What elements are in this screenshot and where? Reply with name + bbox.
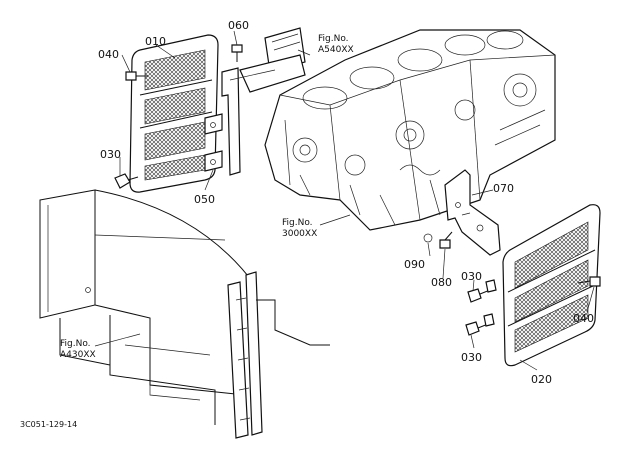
fig-ref-a540: Fig.No. A540XX [318, 34, 354, 55]
fig-ref-3000-line1: Fig.No. [282, 218, 313, 228]
top-cover-plate [239, 27, 306, 93]
label-070: 070 [493, 182, 514, 195]
label-040-right: 040 [573, 312, 594, 325]
diagram-code: 3C051-129-14 [20, 420, 77, 429]
fig-ref-a540-line2: A540XX [318, 45, 354, 55]
fig-ref-a540-line1: Fig.No. [318, 34, 349, 44]
fan-shroud [39, 189, 330, 439]
fig-ref-3000-line2: 3000XX [282, 229, 317, 239]
left-side-cover [129, 34, 219, 193]
fig-ref-a430-line2: A430XX [60, 350, 96, 360]
label-050: 050 [194, 193, 215, 206]
fig-ref-3000: Fig.No. 3000XX [282, 218, 317, 239]
hardware [114, 44, 601, 336]
right-side-cover [502, 204, 601, 367]
engine-block [264, 29, 556, 231]
fig-ref-a430-line1: Fig.No. [60, 339, 91, 349]
label-040-left: 040 [98, 48, 119, 61]
label-080: 080 [431, 276, 452, 289]
fig-ref-a430: Fig.No. A430XX [60, 339, 96, 360]
label-020: 020 [531, 373, 552, 386]
label-010: 010 [145, 35, 166, 48]
label-030-right-bottom: 030 [461, 351, 482, 364]
leader-lines [94, 30, 595, 371]
left-bracket [204, 67, 276, 176]
label-090: 090 [404, 258, 425, 271]
label-060: 060 [228, 19, 249, 32]
label-030-left: 030 [100, 148, 121, 161]
label-030-right-top: 030 [461, 270, 482, 283]
right-bracket [444, 169, 501, 256]
